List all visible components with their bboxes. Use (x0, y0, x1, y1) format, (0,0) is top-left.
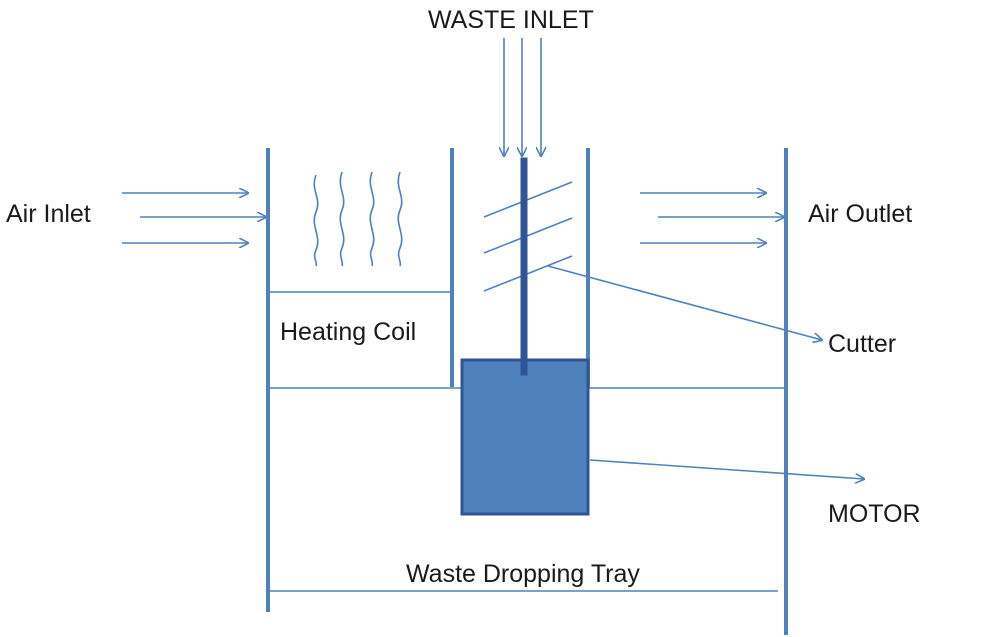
air-outlet-arrows (640, 193, 784, 243)
heat-wave-4 (397, 171, 403, 267)
air-inlet-arrows (122, 193, 266, 243)
heat-wave-3 (369, 171, 375, 267)
waste-inlet-arrows (504, 38, 541, 156)
cutter-shaft (520, 157, 528, 376)
cutter-pointer-arrow (547, 265, 822, 340)
motor-label: MOTOR (828, 500, 921, 528)
heat-wave-1 (313, 174, 319, 267)
heat-waves-icon (313, 171, 403, 267)
heating-coil-label: Heating Coil (280, 318, 417, 346)
waste-inlet-label: WASTE INLET (428, 6, 594, 34)
heat-wave-2 (339, 171, 345, 267)
cutter-blade-2 (483, 217, 573, 254)
motor-pointer-arrow (589, 459, 864, 479)
cutter-blade-3 (483, 255, 573, 292)
air-inlet-label: Air Inlet (6, 200, 91, 228)
cutter-blades (483, 181, 573, 292)
motor-box (460, 358, 590, 516)
waste-dropping-tray-label: Waste Dropping Tray (406, 560, 640, 588)
cutter-blade-1 (483, 181, 573, 218)
cutter-label: Cutter (828, 330, 897, 358)
air-outlet-label: Air Outlet (808, 200, 913, 228)
